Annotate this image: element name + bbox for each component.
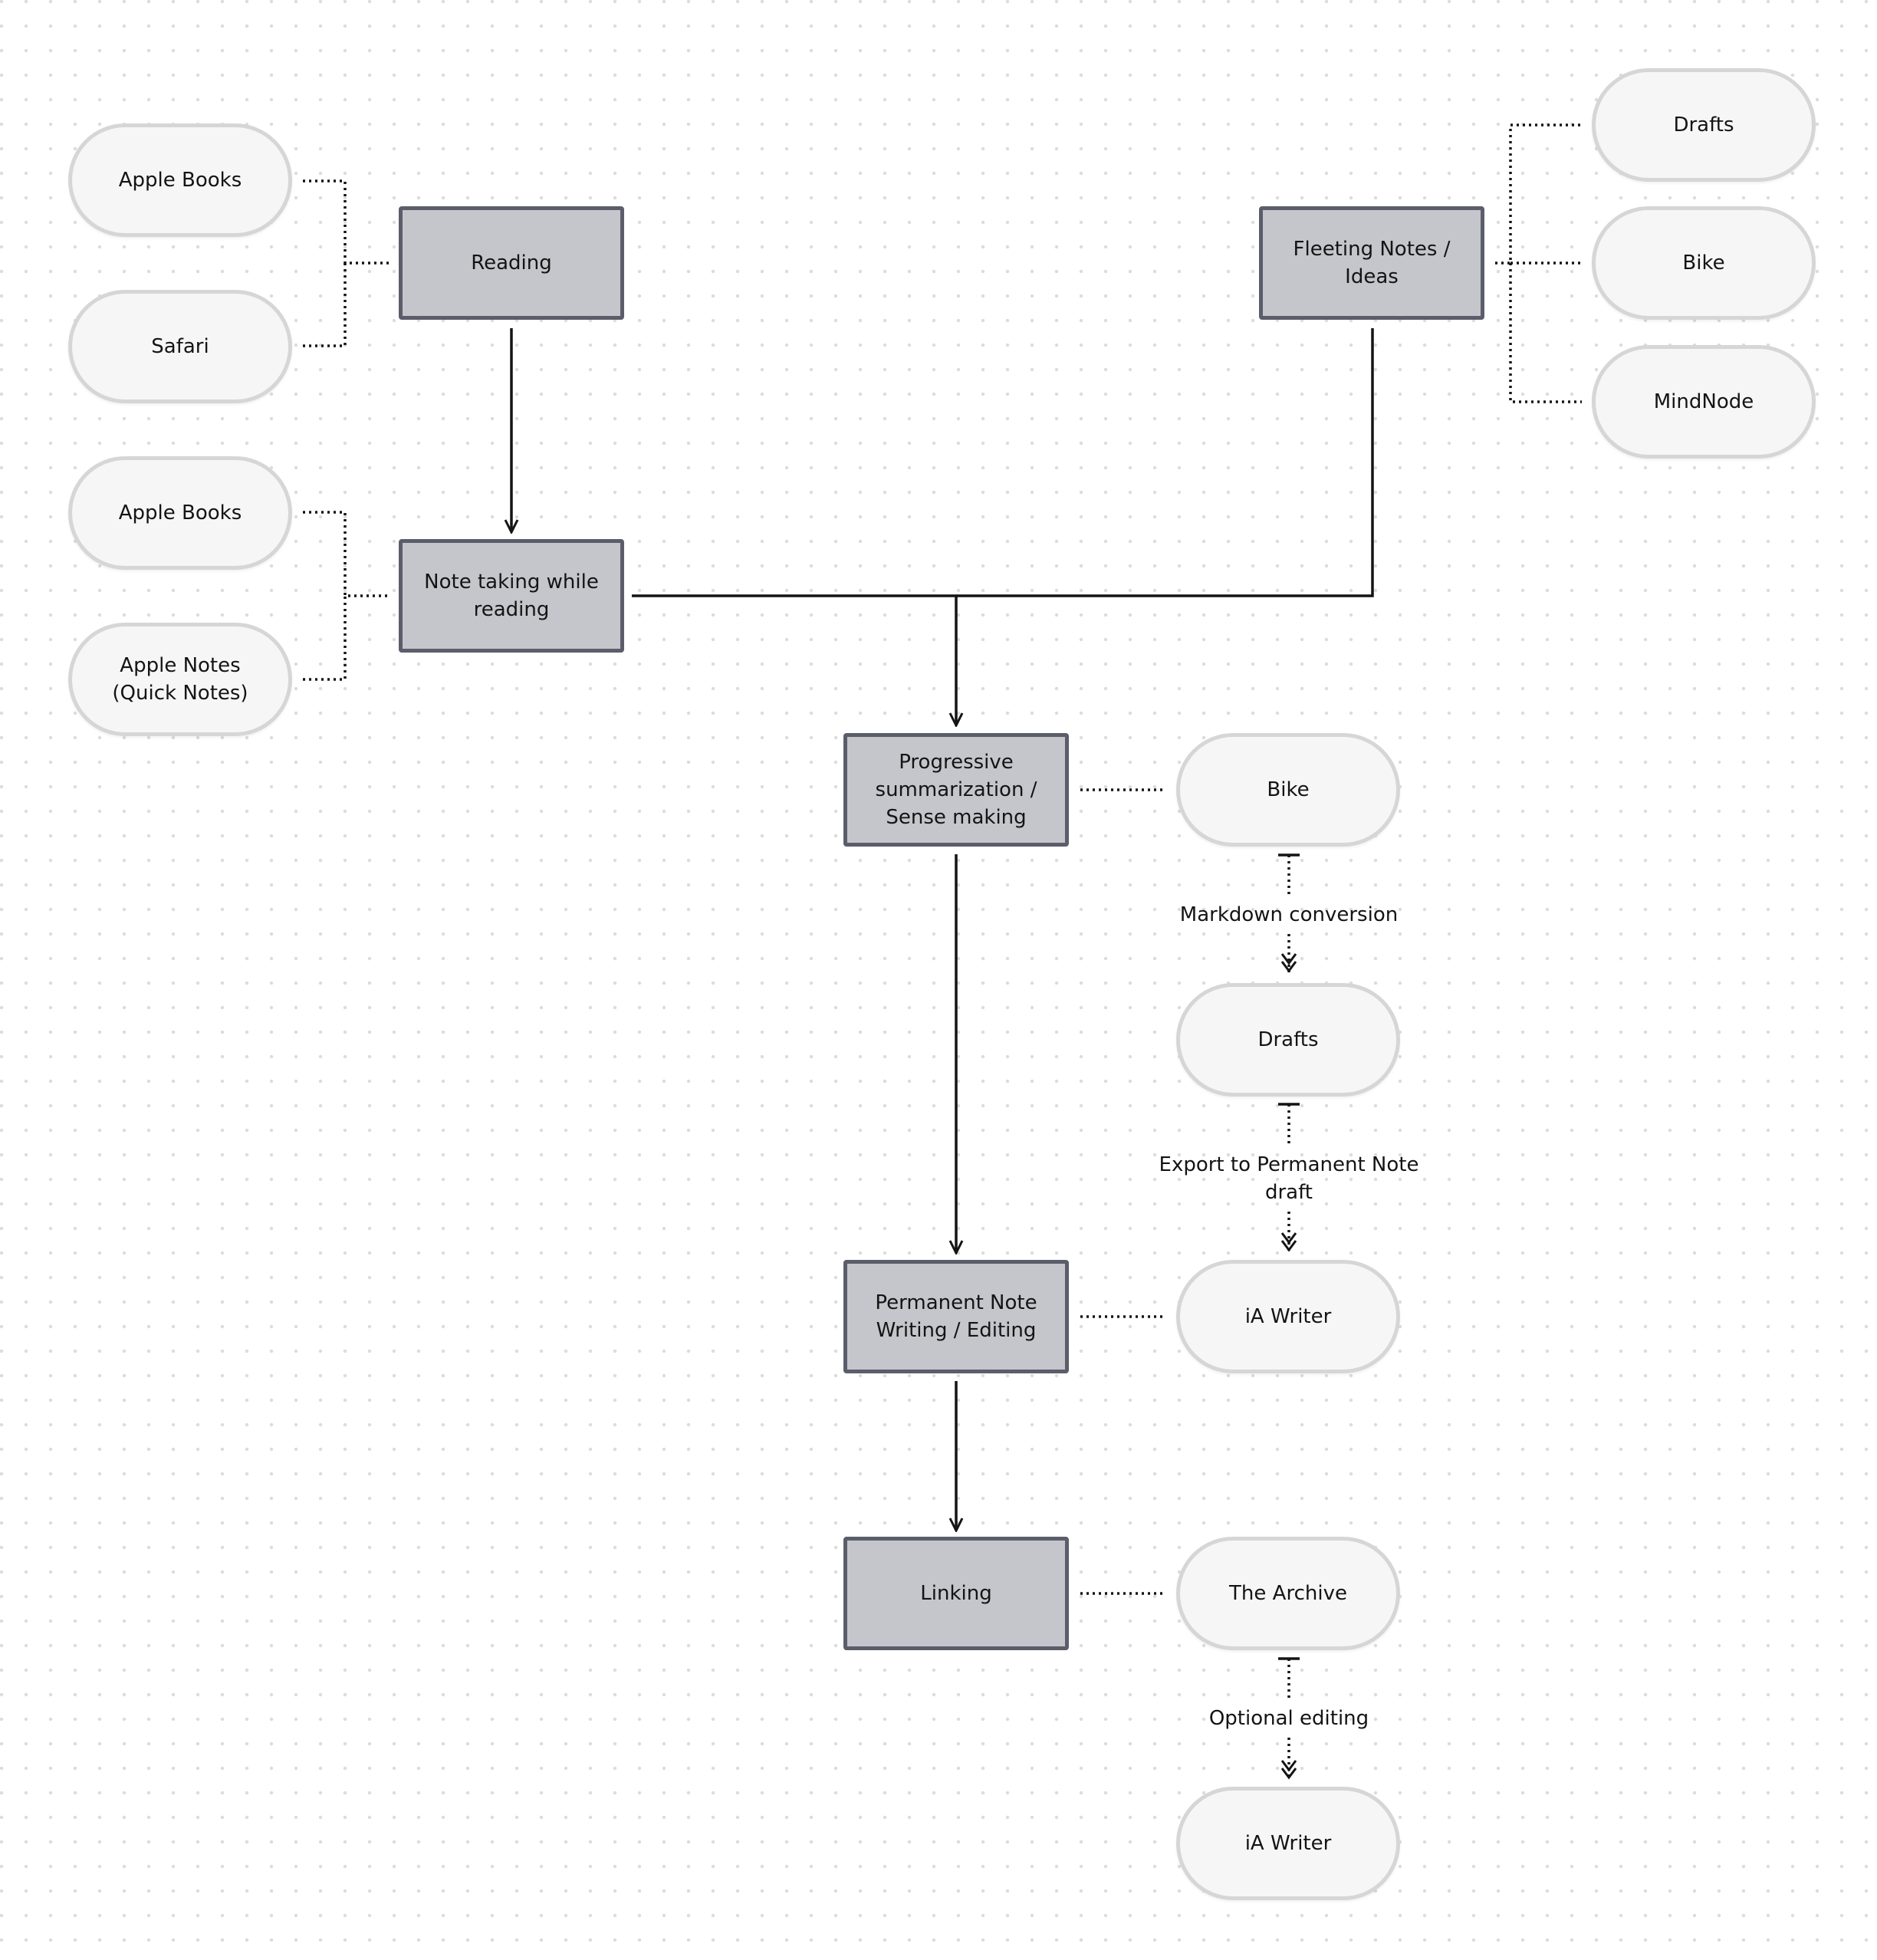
tool-linking-the-archive[interactable]: The Archive [1176,1537,1400,1650]
tool-summary-bike[interactable]: Bike [1176,733,1400,847]
connector-fleeting-to-summarization [956,328,1374,597]
dotted-reading-apple-books [303,179,390,265]
dotted-notes-apple-books [303,511,390,597]
tool-linking-ia-writer[interactable]: iA Writer [1176,1787,1400,1900]
dotted-fleeting-mindnode [1509,263,1582,403]
process-linking[interactable]: Linking [843,1537,1069,1650]
label-optional-editing: Optional editing [1208,1707,1369,1730]
tool-permanent-ia-writer[interactable]: iA Writer [1176,1260,1400,1373]
tool-fleeting-mindnode[interactable]: MindNode [1592,345,1816,459]
dotted-fleeting-drafts [1495,123,1582,265]
process-reading[interactable]: Reading [399,206,624,320]
tool-notes-apple-books[interactable]: Apple Books [68,456,292,570]
tool-summary-drafts[interactable]: Drafts [1176,983,1400,1097]
process-note-taking[interactable]: Note taking while reading [399,539,624,653]
connector-note-taking-to-summarization [632,594,956,725]
dotted-notes-apple-notes [303,596,347,681]
label-export-permanent-note: Export to Permanent Note draft [1159,1153,1419,1204]
process-fleeting-notes[interactable]: Fleeting Notes / Ideas [1259,206,1484,320]
process-permanent-note[interactable]: Permanent Note Writing / Editing [843,1260,1069,1373]
tool-fleeting-bike[interactable]: Bike [1592,206,1816,320]
tool-notes-apple-notes[interactable]: Apple Notes (Quick Notes) [68,623,292,736]
tool-fleeting-drafts[interactable]: Drafts [1592,68,1816,182]
dotted-reading-safari [303,263,347,347]
label-markdown-conversion: Markdown conversion [1179,903,1399,926]
tool-reading-apple-books[interactable]: Apple Books [68,123,292,237]
tool-reading-safari[interactable]: Safari [68,290,292,403]
process-progressive-summarization[interactable]: Progressive summarization / Sense making [843,733,1069,847]
